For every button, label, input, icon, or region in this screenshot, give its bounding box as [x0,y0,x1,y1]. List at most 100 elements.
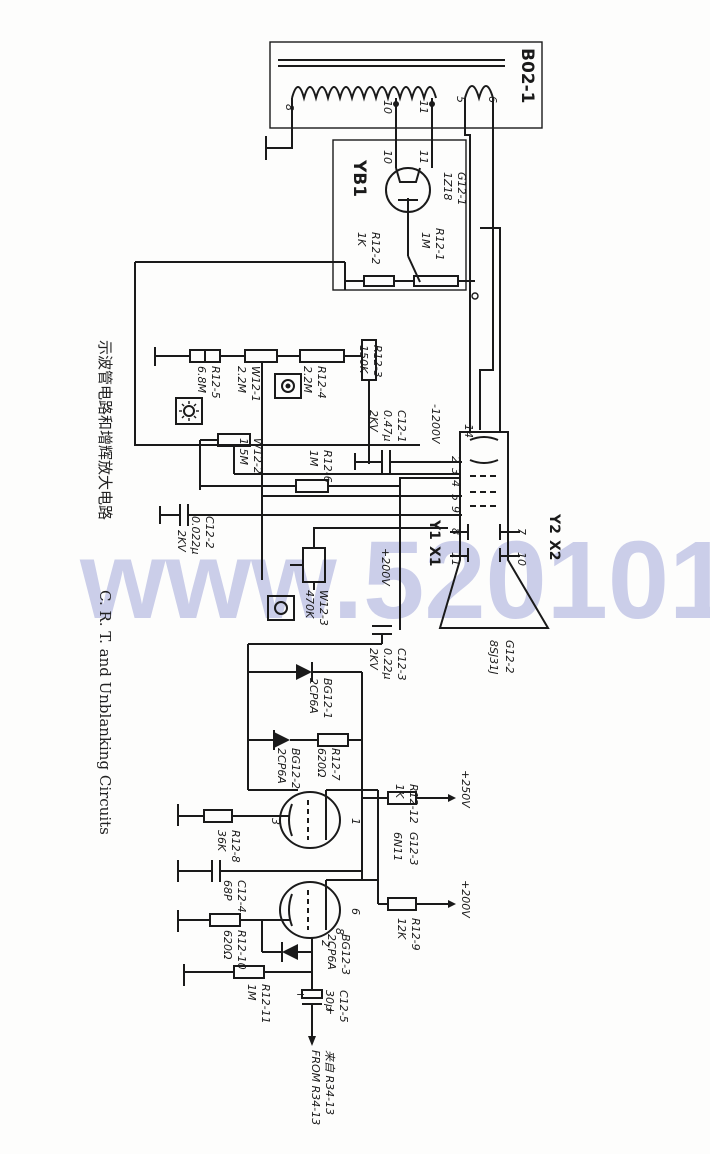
amp-label: G12-3 [407,832,420,866]
svg-text:8: 8 [449,528,462,535]
svg-text:Y2: Y2 [546,513,562,534]
svg-text:W12-2: W12-2 [251,438,264,474]
svg-text:1M: 1M [307,450,320,467]
filament-winding [464,85,494,102]
svg-text:36K: 36K [215,830,228,852]
caption-zh: 示波管电路和增辉放大电路 [96,340,114,520]
resistor-r12-9: R12-9 12K [387,897,422,951]
svg-text:1K: 1K [393,784,406,799]
resistor-r12-8: R12-8 36K [203,809,242,863]
svg-text:2.2M: 2.2M [301,366,314,393]
svg-text:BG12-2: BG12-2 [289,748,302,789]
svg-text:3: 3 [449,468,462,475]
triode-6n11-b: 8 6 2 [279,881,362,947]
svg-text:+: + [326,1004,335,1017]
rectifier-pin: 10 [381,150,394,164]
svg-text:R12-3: R12-3 [371,345,384,378]
brightness-knob-icon[interactable] [175,397,203,425]
svg-text:W12-1: W12-1 [249,366,262,402]
svg-text:R12-10: R12-10 [235,930,248,970]
triode-6n11-a: 3 1 [269,791,362,849]
svg-text:150K: 150K [357,345,370,374]
svg-text:7: 7 [515,528,528,535]
svg-text:X1: X1 [426,546,442,567]
svg-text:2KV: 2KV [367,648,380,671]
svg-text:6: 6 [349,908,362,915]
resistor-r12-12: R12-12 1K [387,784,420,824]
svg-text:C12-3: C12-3 [395,648,408,681]
svg-text:2CP6A: 2CP6A [325,934,338,970]
capacitor-c12-1: C12-1 0.47μ 2KV [354,410,408,474]
from-source-en: FROM R34-13 [309,1050,322,1125]
svg-text:2: 2 [319,940,332,947]
svg-text:R12-2: R12-2 [369,232,382,265]
resistor-r12-2: R12-2 1K [355,232,395,287]
diode-bg12-2: BG12-2 2CP6A [273,730,302,789]
crt-type: 8SJ31J [487,640,500,674]
svg-text:1K: 1K [355,232,368,247]
svg-text:2.2M: 2.2M [235,366,248,393]
pin-label: 11 [417,100,430,114]
rectifier-type: 1Z18 [441,172,454,201]
resistor-r12-10: R12-10 620Ω [209,913,248,970]
caption-en: C. R. T. and Unblanking Circuits [96,590,114,835]
svg-text:R12-12: R12-12 [407,784,420,824]
svg-text:30μ: 30μ [323,990,336,1011]
pin-label: 6 [486,96,499,103]
svg-text:0.22μ: 0.22μ [381,648,394,680]
resistor-r12-11: R12-11 1M [233,965,272,1024]
svg-text:14: 14 [462,424,475,438]
resistor-r12-4: R12-4 2.2M [299,349,345,399]
rectifier-pin: 11 [417,150,430,164]
svg-text:2CP6A: 2CP6A [275,748,288,784]
svg-text:BG12-3: BG12-3 [339,934,352,975]
diode-bg12-3: BG12-3 2CP6A [281,934,352,975]
rectifier-ref: YB1 [349,159,369,197]
svg-text:R12-7: R12-7 [329,748,342,781]
focus-knob-icon[interactable] [274,373,302,399]
supply-200v-a: +200V [379,548,392,587]
svg-text:4: 4 [449,480,462,487]
svg-text:1M: 1M [419,232,432,249]
svg-text:R12-6: R12-6 [321,450,334,483]
pin-label: 5 [454,96,467,103]
resistor-r12-1: R12-1 1M [407,228,459,287]
capacitor-c12-3: C12-3 0.22μ 2KV [367,625,408,681]
svg-text:1M: 1M [245,984,258,1001]
caption: 示波管电路和增辉放大电路 C. R. T. and Unblanking Cir… [96,340,114,835]
svg-text:Y1: Y1 [426,519,442,540]
pin-label: 10 [381,100,394,114]
svg-text:0.47μ: 0.47μ [381,410,394,442]
resistor-r12-7: R12-7 620Ω [315,733,349,781]
svg-text:9: 9 [449,506,462,513]
svg-text:C12-1: C12-1 [395,410,408,443]
svg-text:C12-5: C12-5 [337,990,350,1023]
rectifier-label: G12-1 [455,172,468,206]
svg-text:R12-11: R12-11 [259,984,272,1024]
svg-text:R12-9: R12-9 [409,918,422,951]
svg-text:3: 3 [269,818,282,825]
rectifier-shield [332,139,467,291]
amp-type: 6N11 [391,832,404,861]
svg-text:620Ω: 620Ω [315,748,328,778]
svg-text:11: 11 [449,552,462,566]
transformer-frame [269,41,543,129]
svg-text:620Ω: 620Ω [221,930,234,960]
from-source-zh: 来自 R34-13 [323,1050,336,1115]
svg-text:8: 8 [333,928,346,935]
secondary-winding [291,86,437,102]
astigmatism-knob-icon[interactable] [267,595,295,621]
svg-text:68P: 68P [221,880,234,901]
svg-text:10: 10 [515,552,528,566]
supply-200v-b: +200V [459,880,472,919]
svg-text:R12-8: R12-8 [229,830,242,863]
svg-text:R12-5: R12-5 [209,366,222,399]
svg-text:0.022μ: 0.022μ [189,516,202,555]
potentiometer-w12-2[interactable]: W12-2 1.5M [217,433,264,474]
neg-hv-supply: -1200V [429,404,442,445]
diode-bg12-1: BG12-1 2CP6A [296,662,334,719]
capacitor-c12-4: C12-4 68P [177,860,248,913]
svg-text:12K: 12K [395,918,408,940]
svg-text:BG12-1: BG12-1 [321,678,334,719]
